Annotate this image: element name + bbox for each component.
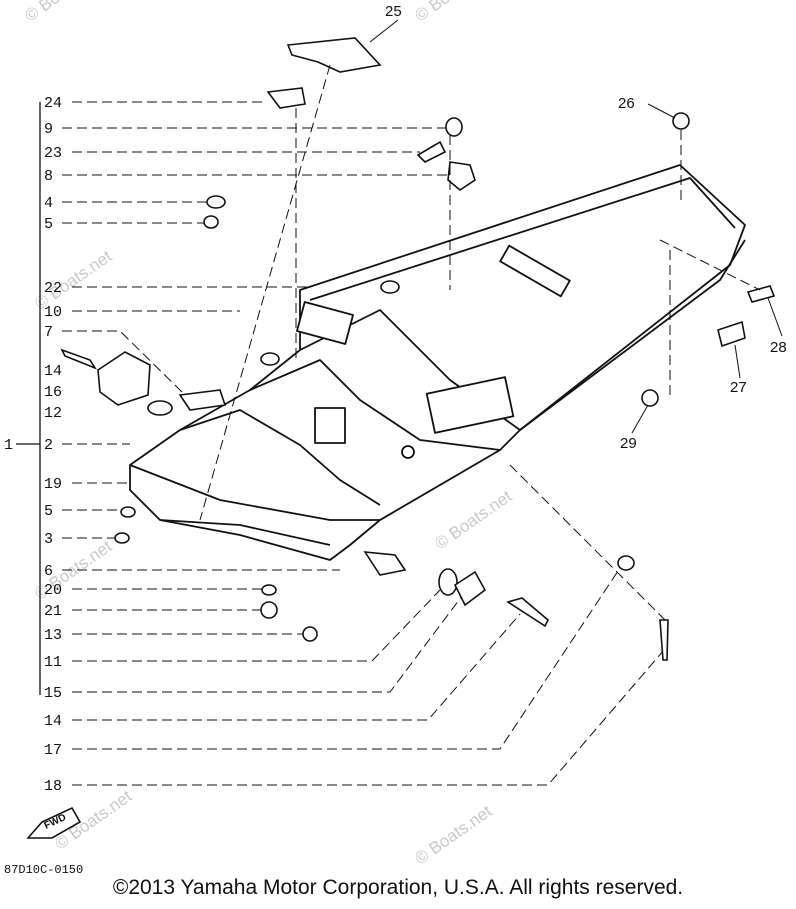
part-20 (261, 584, 277, 596)
part-5b (120, 506, 136, 518)
label-8: 8 (44, 168, 53, 185)
label-24: 24 (44, 95, 62, 112)
part-13 (302, 626, 318, 642)
part-27 (717, 320, 746, 348)
label-10: 10 (44, 304, 62, 321)
leader-lines (62, 101, 665, 786)
label-12: 12 (44, 405, 62, 422)
label-19: 19 (44, 476, 62, 493)
part-4 (206, 195, 226, 209)
part-12 (147, 400, 173, 416)
part-22 (380, 280, 400, 294)
copyright-notice: ©2013 Yamaha Motor Corporation, U.S.A. A… (112, 876, 684, 899)
part-21 (260, 601, 278, 619)
label-5: 5 (44, 216, 53, 233)
loose-parts (60, 37, 776, 661)
callout-28: 28 (770, 339, 787, 356)
part-8 (447, 161, 476, 191)
callout-leaders (369, 19, 783, 434)
part-15 (453, 570, 487, 607)
alignment-lines (199, 64, 761, 621)
label-15: 15 (44, 685, 62, 702)
label-22: 22 (44, 280, 62, 297)
watermark: © Boats.net (411, 801, 495, 868)
label-11: 11 (44, 654, 62, 671)
label-9: 9 (44, 121, 53, 138)
label-6: 6 (44, 563, 53, 580)
label-18: 18 (44, 778, 62, 795)
seat-base-frame (129, 164, 746, 561)
label-23: 23 (44, 145, 62, 162)
part-28 (746, 285, 776, 303)
part-9 (445, 117, 463, 137)
part-7 (178, 389, 227, 411)
label-21: 21 (44, 603, 62, 620)
part-25 (286, 37, 382, 73)
callout-25: 25 (385, 3, 402, 20)
label-5b: 5 (44, 503, 53, 520)
part-5a (203, 215, 219, 229)
part-23 (416, 140, 447, 163)
label-bracket (16, 102, 41, 695)
watermark: © Boats.net (411, 0, 495, 25)
diagram-code: 87D10C-0150 (4, 863, 83, 877)
watermark: © Boats.net (21, 0, 105, 25)
part-6 (363, 551, 407, 576)
label-4: 4 (44, 195, 53, 212)
part-14a (60, 348, 97, 370)
part-3 (114, 532, 130, 544)
label-14: 14 (44, 363, 62, 380)
part-18 (659, 619, 669, 661)
callout-26: 26 (618, 95, 635, 112)
part-11 (438, 568, 458, 596)
part-10 (260, 352, 280, 366)
label-group-1: 1 (4, 437, 13, 454)
label-7: 7 (44, 324, 53, 341)
label-3: 3 (44, 531, 53, 548)
callout-27: 27 (730, 379, 747, 396)
label-13: 13 (44, 627, 62, 644)
part-26 (672, 112, 690, 130)
part-17 (617, 555, 635, 571)
left-label-column: 24 9 23 8 4 5 22 10 7 14 16 12 2 19 5 3 … (4, 95, 62, 795)
part-29 (641, 389, 659, 407)
part-14b (506, 597, 549, 628)
label-2: 2 (44, 437, 53, 454)
part-24 (266, 87, 306, 109)
watermark: © Boats.net (431, 486, 515, 553)
label-17: 17 (44, 742, 62, 759)
label-14b: 14 (44, 713, 62, 730)
part-16 (97, 351, 151, 406)
label-16: 16 (44, 384, 62, 401)
label-20: 20 (44, 582, 62, 599)
callout-29: 29 (620, 435, 637, 452)
